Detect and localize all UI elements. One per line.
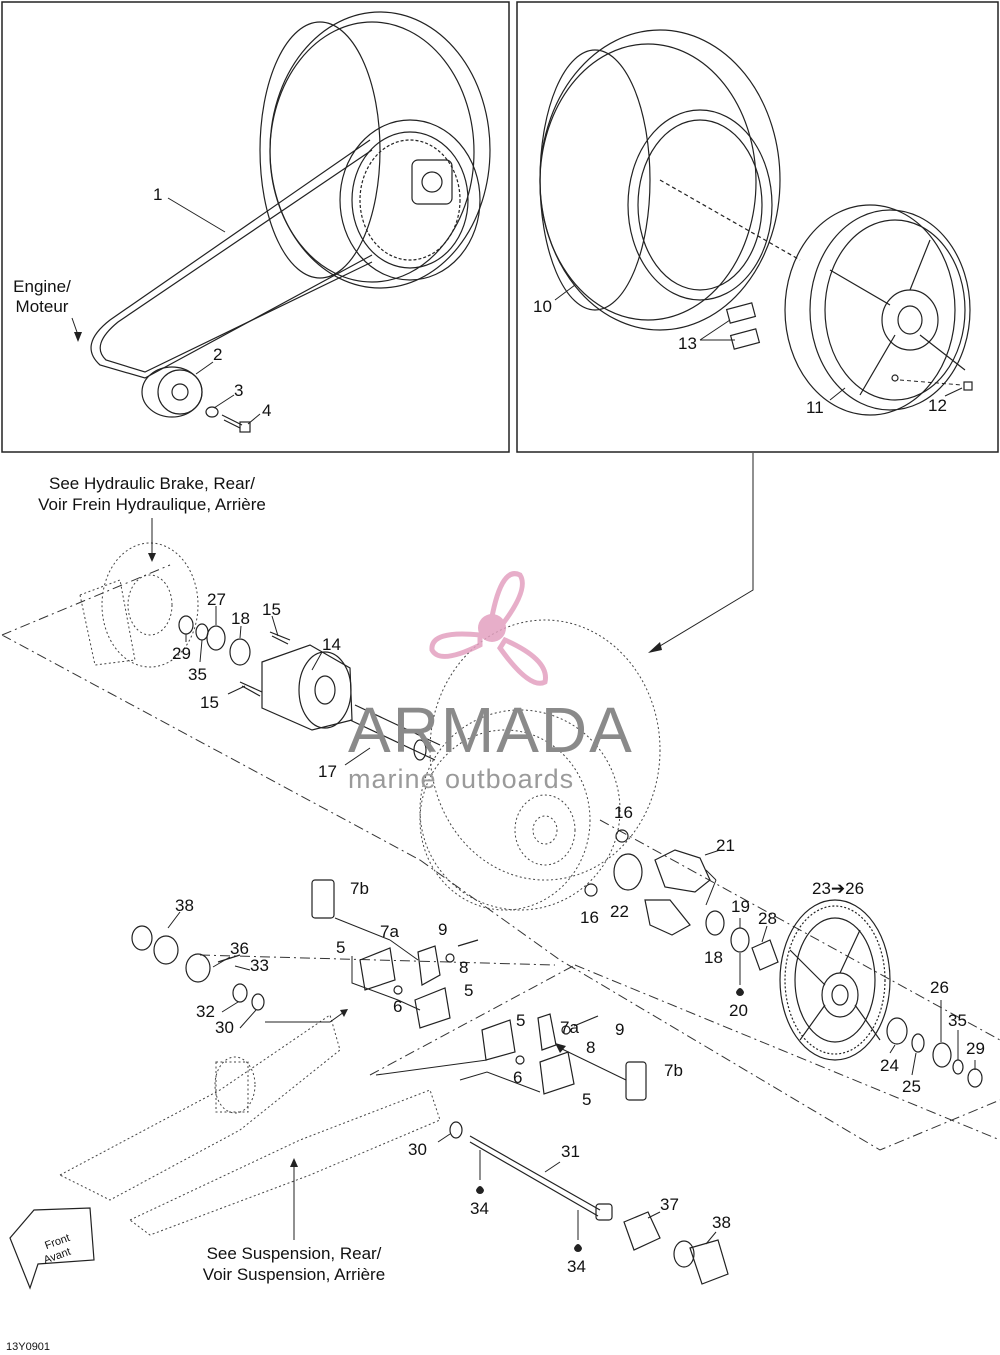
callout-14: 14 <box>322 635 341 654</box>
callout-15-upper: 15 <box>262 600 281 619</box>
callout-28: 28 <box>758 909 777 928</box>
armada-watermark: ARMADA marine outboards <box>348 571 634 794</box>
right-adjuster-group <box>375 1013 647 1101</box>
callout-29-right: 29 <box>966 1039 985 1058</box>
callout-1: 1 <box>153 185 162 204</box>
wheel-reference-dotted <box>419 619 661 911</box>
callout-6-left: 6 <box>393 997 402 1016</box>
callout-18-lower: 18 <box>704 948 723 967</box>
callout-19: 19 <box>731 897 750 916</box>
callout-16-lower: 16 <box>580 908 599 927</box>
inset-frame-wheel <box>516 1 999 453</box>
callout-34-right: 34 <box>567 1257 586 1276</box>
suspension-note-line1: See Suspension, Rear/ <box>207 1244 382 1263</box>
rear-sprocket <box>779 899 983 1088</box>
brake-rotor-reference <box>79 542 199 668</box>
callout-2: 2 <box>213 345 222 364</box>
propeller-logo <box>429 571 548 686</box>
callout-16-upper: 16 <box>614 803 633 822</box>
callout-15-lower: 15 <box>200 693 219 712</box>
callout-29-left: 29 <box>172 644 191 663</box>
callout-30-upper: 30 <box>215 1018 234 1037</box>
callout-31: 31 <box>561 1142 580 1161</box>
callout-22: 22 <box>610 902 629 921</box>
brake-note-line1: See Hydraulic Brake, Rear/ <box>49 474 255 493</box>
callout-7a-left: 7a <box>380 922 399 941</box>
brake-note-line2: Voir Frein Hydraulique, Arrière <box>38 495 266 514</box>
callout-25: 25 <box>902 1077 921 1096</box>
callout-37: 37 <box>660 1195 679 1214</box>
watermark-title: ARMADA <box>348 694 634 766</box>
callout-5-upper-right: 5 <box>516 1011 525 1030</box>
callout-18-upper: 18 <box>231 609 250 628</box>
callout-38-lower: 38 <box>712 1213 731 1232</box>
bearing-parts <box>705 910 779 996</box>
assembly-outline <box>1 564 1000 1151</box>
callout-35-right: 35 <box>948 1011 967 1030</box>
figure-code: 13Y0901 <box>6 1341 50 1353</box>
callout-38-upper: 38 <box>175 896 194 915</box>
hub-parts <box>178 606 441 766</box>
callout-32: 32 <box>196 1002 215 1021</box>
inset-frame-belt-drive <box>1 1 510 453</box>
callout-7a-right: 7a <box>560 1018 579 1037</box>
damper-parts <box>584 829 721 936</box>
assembly-outline-lower <box>199 954 556 966</box>
belt-drive-illustration <box>71 11 491 433</box>
callout-23-26: 23➔26 <box>812 879 864 898</box>
swingarm-reference-dotted <box>58 1014 441 1236</box>
watermark-subtitle: marine outboards <box>348 764 574 794</box>
engine-note-line2: Moteur <box>16 297 69 316</box>
callout-26: 26 <box>930 978 949 997</box>
callout-5-lower-left: 5 <box>464 981 473 1000</box>
callout-34-left: 34 <box>470 1199 489 1218</box>
front-direction-arrow: Front Avant <box>9 1207 95 1290</box>
callout-11: 11 <box>806 398 824 417</box>
left-adjuster-group <box>131 879 479 1029</box>
callout-36: 36 <box>230 939 249 958</box>
callout-3: 3 <box>234 381 243 400</box>
callout-6-right: 6 <box>513 1068 522 1087</box>
axle-assembly <box>437 1121 729 1285</box>
callout-35-left: 35 <box>188 665 207 684</box>
assembly-outline-right <box>369 964 1000 1141</box>
engine-note-line1: Engine/ <box>13 277 71 296</box>
callout-24: 24 <box>880 1056 899 1075</box>
suspension-note-line2: Voir Suspension, Arrière <box>203 1265 385 1284</box>
callout-7b-right: 7b <box>664 1061 683 1080</box>
callout-9-left: 9 <box>438 920 447 939</box>
callout-8-right: 8 <box>586 1038 595 1057</box>
inset-pointer-line <box>649 453 754 653</box>
callout-21: 21 <box>716 836 735 855</box>
callout-5-lower-right: 5 <box>582 1090 591 1109</box>
callout-8-left: 8 <box>459 958 468 977</box>
callout-9-right: 9 <box>615 1020 624 1039</box>
callout-13: 13 <box>678 334 697 353</box>
callout-33: 33 <box>250 956 269 975</box>
callout-4: 4 <box>262 401 271 420</box>
callout-30-lower: 30 <box>408 1140 427 1159</box>
callout-7b-left: 7b <box>350 879 369 898</box>
callout-27: 27 <box>207 590 226 609</box>
callout-12: 12 <box>928 396 947 415</box>
callout-20: 20 <box>729 1001 748 1020</box>
callout-5-upper-left: 5 <box>336 938 345 957</box>
callout-10: 10 <box>533 297 552 316</box>
callout-17: 17 <box>318 762 337 781</box>
tire-rim-illustration <box>539 29 973 416</box>
